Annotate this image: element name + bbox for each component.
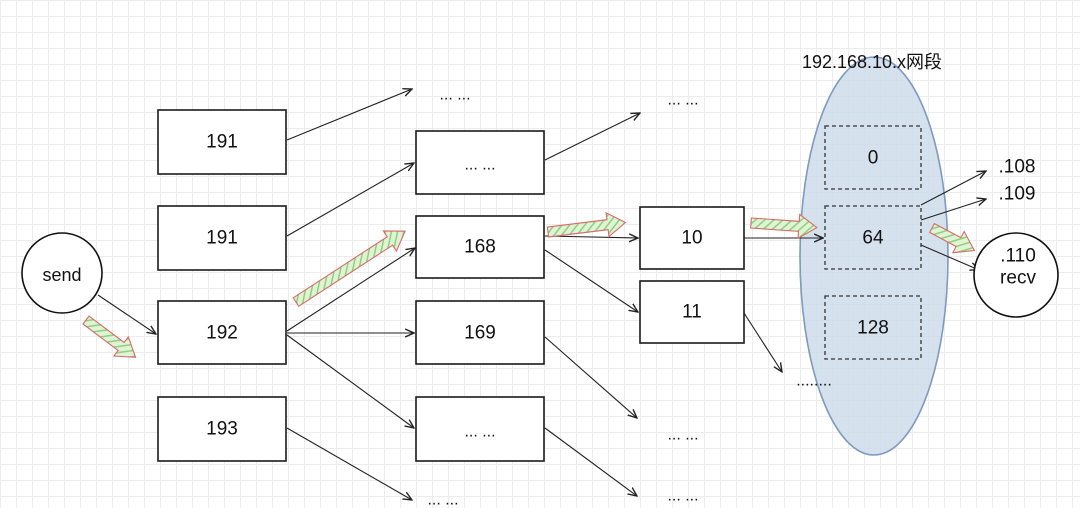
box-191-top-label: 191 bbox=[206, 132, 238, 153]
edge-11-more bbox=[743, 312, 782, 372]
route-arrow-send bbox=[82, 315, 137, 358]
route-highlights bbox=[82, 211, 976, 358]
edge-168-10 bbox=[544, 236, 638, 238]
box-193 bbox=[157, 396, 287, 462]
subnet-128-label: 128 bbox=[857, 318, 889, 339]
box-191-mid-label: 191 bbox=[206, 228, 238, 249]
subnet-64-label: 64 bbox=[862, 228, 884, 249]
ellipsis-l1-top: ... ... bbox=[439, 87, 470, 104]
level1-column: 191 191 192 193 bbox=[157, 109, 287, 462]
edge-64-109 bbox=[920, 199, 986, 221]
segment-label: 192.168.10.x网段 bbox=[802, 52, 942, 72]
box-10-label: 10 bbox=[681, 228, 702, 249]
edge-192-l2d bbox=[286, 334, 414, 428]
host-110: .110 bbox=[1000, 246, 1036, 267]
edge-191a-more bbox=[286, 89, 412, 141]
recv-label: recv bbox=[1000, 268, 1036, 289]
ellipsis-l3-more: ........ bbox=[796, 373, 832, 390]
send-node bbox=[21, 232, 103, 314]
edge-192-168 bbox=[286, 248, 415, 332]
box-l2-more-bottom bbox=[415, 396, 545, 462]
route-arrow-10-64 bbox=[750, 213, 818, 240]
edge-193-more bbox=[286, 427, 412, 500]
subnet-128 bbox=[824, 295, 922, 360]
recv-node bbox=[973, 232, 1059, 318]
edges bbox=[97, 89, 986, 500]
send-label: send bbox=[42, 265, 81, 285]
segment-ellipse bbox=[799, 56, 949, 456]
ellipsis-l2-bottom-a: ... ... bbox=[667, 427, 698, 444]
box-191-mid bbox=[157, 205, 287, 271]
host-109: .109 bbox=[999, 184, 1036, 205]
box-l2-more-bottom-label: ... ... bbox=[464, 424, 495, 441]
box-192 bbox=[157, 300, 287, 365]
edge-191b-l2a bbox=[286, 163, 414, 237]
ellipsis-l2-bottom-b: ... ... bbox=[667, 488, 698, 505]
edge-l2d-more bbox=[544, 427, 637, 496]
edge-64-108 bbox=[920, 171, 986, 206]
subnet-64 bbox=[824, 205, 922, 270]
box-11-label: 11 bbox=[682, 302, 702, 323]
ellipsis-l2-top: ... ... bbox=[667, 92, 698, 109]
box-169-label: 169 bbox=[464, 323, 496, 344]
subnet-column: 0 64 128 bbox=[824, 125, 922, 360]
subnet-0 bbox=[824, 125, 922, 190]
edge-64-recv bbox=[920, 244, 979, 270]
subnet-0-label: 0 bbox=[868, 148, 879, 169]
route-arrow-168-10 bbox=[546, 211, 627, 238]
box-191-top bbox=[157, 109, 287, 175]
box-193-label: 193 bbox=[206, 419, 238, 440]
box-10 bbox=[639, 206, 745, 270]
box-168 bbox=[415, 215, 545, 279]
level3-column: 10 11 bbox=[639, 206, 745, 344]
edge-168-11 bbox=[544, 249, 638, 312]
host-108: .108 bbox=[999, 157, 1036, 178]
box-192-label: 192 bbox=[206, 323, 238, 344]
route-arrow-64-recv bbox=[928, 222, 976, 254]
route-arrow-192-168 bbox=[292, 230, 406, 307]
box-168-label: 168 bbox=[464, 237, 496, 258]
box-l2-more-top bbox=[415, 130, 545, 195]
box-l2-more-top-label: ... ... bbox=[464, 157, 495, 174]
box-11 bbox=[639, 280, 745, 344]
edge-send-192 bbox=[97, 294, 156, 334]
box-169 bbox=[415, 300, 545, 365]
level2-column: ... ... 168 169 ... ... bbox=[415, 130, 545, 462]
ellipsis-l1-bottom: ... ... bbox=[427, 492, 458, 508]
edge-l2a-more bbox=[544, 113, 640, 161]
edge-169-more bbox=[544, 336, 637, 418]
